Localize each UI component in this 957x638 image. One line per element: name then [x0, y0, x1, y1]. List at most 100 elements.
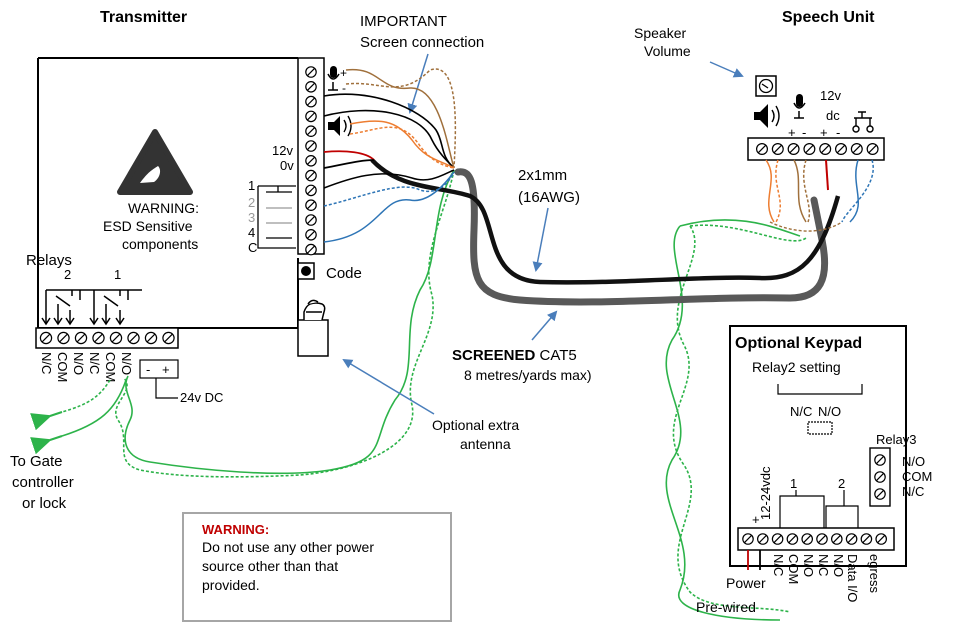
kp-screw-7-slot: [832, 534, 841, 544]
su-red-wire: [825, 159, 829, 191]
code-label: Code: [326, 265, 362, 282]
relay-screw-1-slot: [41, 333, 51, 343]
jumper-bracket: [777, 384, 863, 395]
relay-screw-7-slot: [146, 333, 156, 343]
kp-term-label-2: COM: [786, 554, 801, 584]
keypad-enclosure: [729, 325, 907, 567]
power-terminal-box: [139, 359, 179, 379]
su-screw-1-slot: [757, 144, 767, 154]
su-screw-4-slot: [805, 144, 814, 154]
su-brown-wire: [793, 159, 807, 223]
relay-terminal-screws: [39, 331, 175, 345]
su-screw-5-slot: [820, 144, 830, 154]
speaker-volume-line1: Speaker: [634, 25, 686, 41]
relay3-terminal-screws: [874, 454, 886, 500]
kp-screw-6-slot: [817, 534, 827, 544]
important-line1: IMPORTANT: [360, 13, 447, 30]
keypad-terminal-screws: [742, 533, 887, 545]
brown-wire-mic-plus: [345, 68, 455, 169]
kp-screw-10-slot: [877, 534, 886, 544]
relay-screw-3-slot: [76, 333, 86, 343]
transmitter-title: Transmitter: [100, 9, 187, 26]
relay-term-label-4: N/C: [87, 352, 102, 374]
gate-arrow-1: [30, 411, 63, 431]
relay-number-1: 1: [114, 267, 121, 282]
relay-terminal-block: [35, 327, 179, 349]
speech-pol-1: +: [788, 125, 796, 140]
su-blue-wire-dash: [841, 159, 874, 223]
power-label-24v: 24v DC: [180, 390, 223, 405]
relay-symbols: [41, 289, 142, 326]
su-brown-wire-dash: [802, 159, 810, 223]
kp-screw-8-slot: [847, 534, 856, 544]
speech-pol-4: -: [836, 125, 840, 140]
speaker-icon: [328, 115, 352, 137]
kp-screw-9-slot: [862, 534, 871, 544]
su-orange-wire-dash: [775, 159, 781, 223]
esd-warning-icon: [117, 129, 193, 195]
relays-label: Relays: [26, 252, 72, 269]
keypad-prewired-label: Pre-wired: [696, 599, 756, 615]
relay3-no: N/O: [902, 454, 925, 469]
blue-wire-solid: [323, 171, 455, 243]
green-wire-gate1: [61, 379, 111, 413]
tx-screw-2-slot: [306, 82, 316, 91]
relay-term-label-3: N/O: [71, 352, 86, 375]
mic-minus: -: [342, 81, 346, 95]
terminal-label-12v: 12v: [272, 143, 293, 158]
esd-warning-line1: WARNING:: [128, 200, 199, 216]
microphone-icon: [327, 66, 340, 91]
kp-term-label-6: Data I/O: [845, 554, 860, 602]
relay-screw-6-slot: [129, 333, 138, 343]
power-terminal-plus: +: [162, 362, 170, 377]
kp-term-label-1: N/C: [771, 554, 786, 576]
tx-screw-12-slot: [306, 230, 316, 239]
keypad-supply-minus: -: [764, 508, 768, 523]
speech-unit-microphone-icon: [793, 94, 806, 119]
power-lead: [155, 378, 178, 399]
kp-term-label-4: N/C: [816, 554, 831, 576]
important-arrow: [407, 53, 429, 114]
orange-wire-spk: [349, 120, 455, 169]
gate-label-line3: or lock: [22, 495, 67, 512]
power-warning-line2: source other than that: [202, 558, 339, 574]
r3-screw-1-slot: [875, 455, 885, 465]
tx-screw-9-slot: [306, 186, 316, 195]
cable-2x1mm-line2: (16AWG): [518, 189, 580, 206]
power-cable-2x1mm: [370, 158, 841, 285]
r3-screw-3-slot: [875, 489, 885, 499]
relay-screw-5-slot: [111, 333, 121, 343]
tx-screw-10-slot: [306, 201, 316, 210]
speaker-volume-line2: Volume: [644, 43, 691, 59]
terminal-label-c: C: [248, 240, 257, 255]
green-wire-top-b: [689, 224, 807, 242]
relay-term-label-2: COM: [55, 352, 70, 382]
keypad-supply-plus: +: [752, 512, 760, 527]
su-screw-2-slot: [773, 144, 783, 154]
relay-screw-4-slot: [94, 333, 103, 343]
cable-cat5-arrow: [531, 310, 558, 341]
tx-screw-8-slot: [306, 171, 316, 180]
cable-cat5-label: SCREENED CAT5: [452, 347, 577, 364]
cable-cat5-bold: SCREENED: [452, 347, 536, 364]
keypad-relay-brackets: [779, 490, 859, 528]
volume-knob-icon: [755, 75, 777, 97]
esd-warning-line2: ESD Sensitive: [103, 218, 193, 234]
speaker-volume-arrow: [709, 61, 744, 78]
jumper-header: [807, 421, 833, 435]
power-terminal-minus: -: [146, 362, 150, 377]
power-warning-line1: Do not use any other power: [202, 539, 374, 555]
jumper-label-no: N/O: [818, 404, 841, 419]
speech-unit-button-icon: [852, 111, 874, 133]
black-wire-code: [323, 169, 455, 189]
kp-screw-3-slot: [773, 534, 782, 544]
antenna-icon: [297, 299, 329, 357]
kp-screw-4-slot: [788, 534, 797, 544]
orange-wire-spk-dash: [349, 126, 455, 169]
kp-term-label-5: N/O: [831, 554, 846, 577]
antenna-label-line1: Optional extra: [432, 417, 519, 433]
su-blue-wire: [849, 159, 860, 223]
tx-screw-3-slot: [306, 97, 316, 106]
relay-screw-2-slot: [59, 333, 68, 343]
